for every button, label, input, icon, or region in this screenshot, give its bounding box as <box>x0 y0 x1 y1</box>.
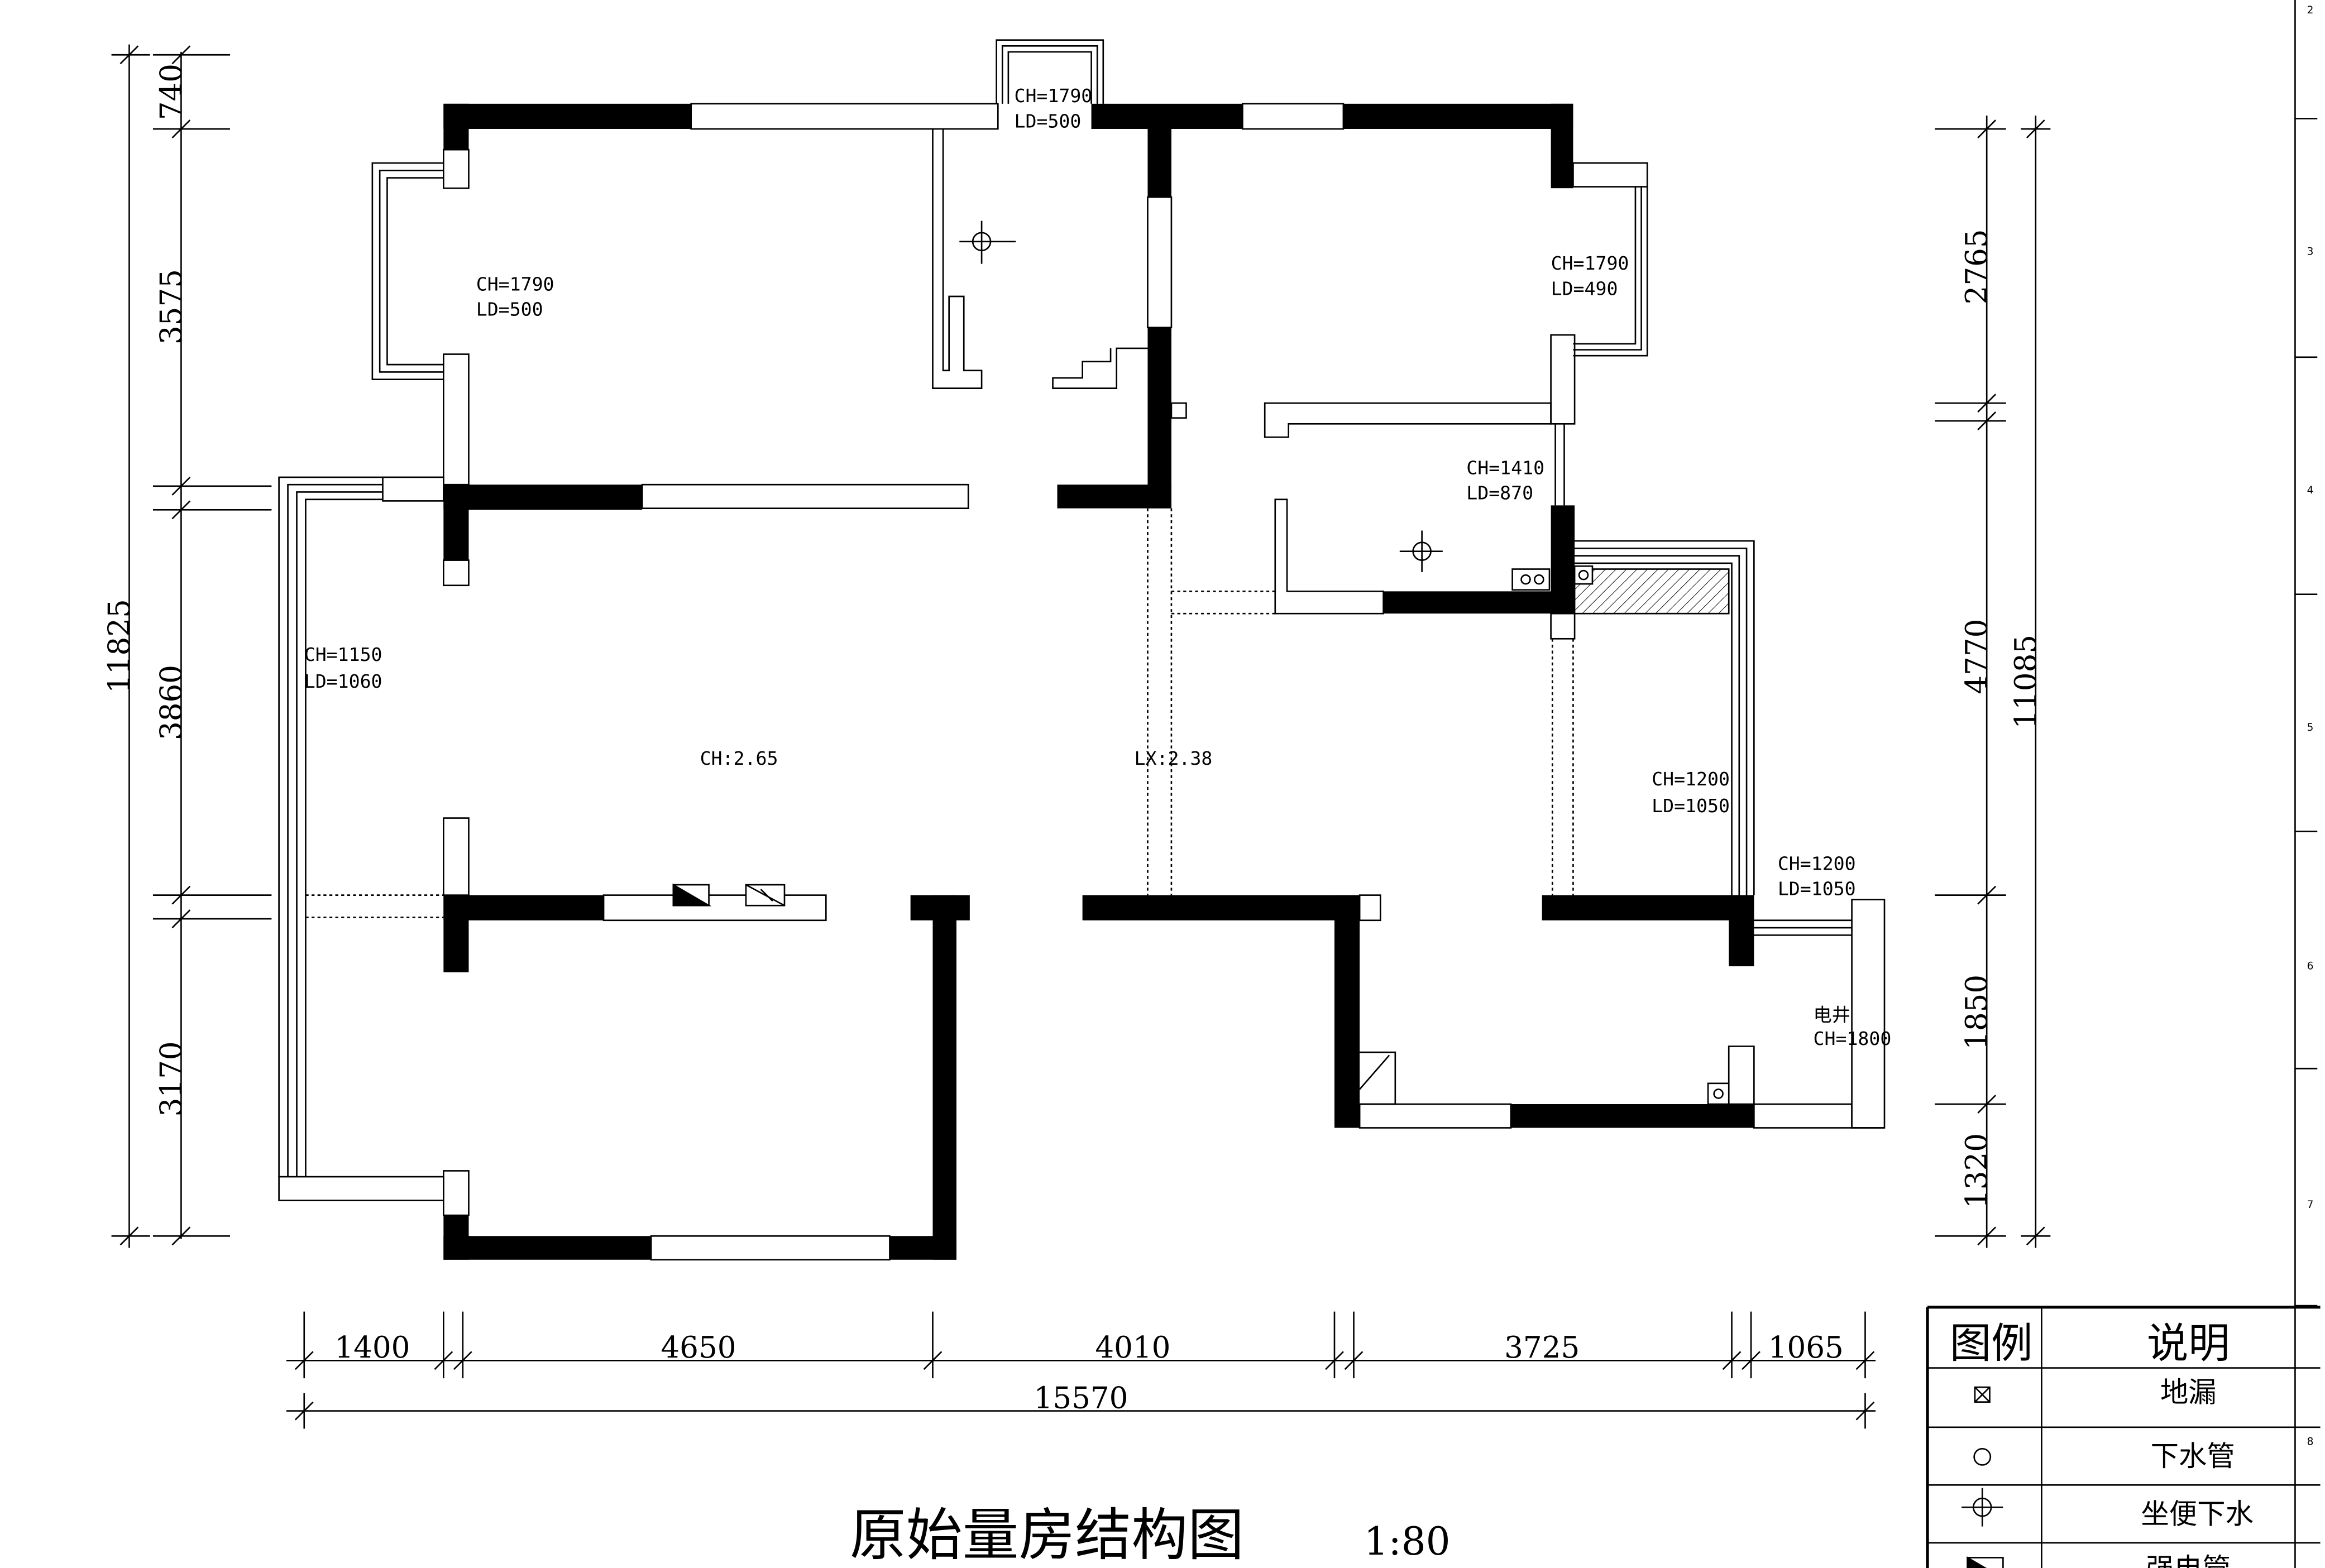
tick-8: 8 <box>2307 1436 2314 1448</box>
win-mid-ch: CH=1410 <box>1466 457 1544 479</box>
toilet-drain-symbol <box>1399 530 1443 572</box>
tick-3: 3 <box>2307 246 2314 258</box>
balcony-right-ch: CH=1200 <box>1652 768 1730 790</box>
dim-left-2: 3575 <box>154 269 188 344</box>
legend-header-symbol: 图例 <box>1950 1319 2033 1368</box>
tick-4: 4 <box>2307 485 2314 496</box>
dimension-lines <box>111 44 2051 1429</box>
drain-pipe-symbol <box>1573 565 1594 585</box>
floor-drain-icon <box>1974 1386 1991 1403</box>
balcony-left-ch: CH=1150 <box>304 644 382 665</box>
legend-label-power-conduit: 强电管 <box>2146 1552 2231 1568</box>
win-top-ld: LD=500 <box>1014 110 1081 132</box>
drain-pipe-symbol <box>1707 1082 1730 1105</box>
windows <box>278 103 1853 1261</box>
legend-label-floor-drain: 地漏 <box>2160 1376 2217 1409</box>
legend-table: 图例 说明 地漏 下水管 坐便下水 强电管 <box>1926 1306 2321 1568</box>
drain-pipe-symbol <box>1511 568 1551 591</box>
power-conduit-icon <box>1967 1556 2004 1568</box>
walls <box>443 103 1754 1260</box>
lx-label: LX:2.38 <box>1135 747 1213 769</box>
dim-left-4: 3170 <box>154 1041 188 1116</box>
drawing-title: 原始量房结构图 <box>850 1502 1244 1568</box>
dim-right-4: 1320 <box>1959 1133 1994 1209</box>
legend-label-toilet-drain: 坐便下水 <box>2141 1497 2254 1530</box>
drain-pipe-icon <box>1973 1447 1992 1466</box>
bay-windows <box>278 39 1886 1177</box>
dim-left-total: 11825 <box>102 599 136 693</box>
balcony-left-ld: LD=1060 <box>304 670 382 692</box>
win-right-bottom-ld: LD=1050 <box>1778 878 1856 900</box>
dim-left-1: 740 <box>154 64 188 120</box>
dim-right-3: 1850 <box>1959 975 1994 1050</box>
win-right-top-ch: CH=1790 <box>1551 252 1629 274</box>
drawing-scale: 1:80 <box>1364 1519 1451 1564</box>
tick-6: 6 <box>2307 960 2314 972</box>
legend-label-drain-pipe: 下水管 <box>2151 1440 2235 1473</box>
win-left-ch: CH=1790 <box>476 273 554 295</box>
shaft-ch: CH=1800 <box>1814 1028 1892 1049</box>
win-right-top-ld: LD=490 <box>1551 277 1618 299</box>
dim-bottom-2: 4650 <box>661 1330 736 1365</box>
tick-5: 5 <box>2307 722 2314 733</box>
legend-header-desc: 说明 <box>2147 1319 2230 1368</box>
dim-right-total: 11085 <box>2008 635 2043 729</box>
floor-drain-symbol <box>745 884 786 907</box>
sheet-ticks: 2 3 4 5 6 7 8 <box>2307 4 2314 1448</box>
balcony-right-ld: LD=1050 <box>1652 795 1730 817</box>
dim-bottom-5: 1065 <box>1768 1330 1844 1365</box>
win-right-bottom-ch: CH=1200 <box>1778 852 1856 874</box>
partitions <box>305 128 1574 1105</box>
dim-bottom-1: 1400 <box>334 1330 410 1365</box>
dimension-labels: 740 3575 3860 3170 11825 2765 4770 1850 … <box>102 64 2042 1415</box>
dim-bottom-total: 15570 <box>1034 1380 1128 1415</box>
win-top-ch: CH=1790 <box>1014 85 1092 107</box>
dim-bottom-3: 4010 <box>1095 1330 1170 1365</box>
dim-right-1: 2765 <box>1959 229 1994 304</box>
tick-2: 2 <box>2307 4 2314 16</box>
toilet-drain-symbol <box>959 220 1016 264</box>
tick-7: 7 <box>2307 1199 2314 1211</box>
sheet-frame <box>2294 0 2318 1568</box>
dim-left-3: 3860 <box>154 665 188 740</box>
shaft-label: 电井 <box>1814 1004 1850 1025</box>
toilet-drain-icon <box>1962 1488 2003 1527</box>
power-conduit-symbol <box>672 883 712 907</box>
annotations: CH=1790 LD=500 CH=1790 LD=500 CH=1790 LD… <box>304 85 1892 1049</box>
dim-bottom-4: 3725 <box>1504 1330 1580 1365</box>
win-mid-ld: LD=870 <box>1466 482 1533 504</box>
dim-right-2: 4770 <box>1959 619 1994 694</box>
ceiling-height: CH:2.65 <box>700 747 778 769</box>
hatched-area <box>1573 568 1730 615</box>
win-left-ld: LD=500 <box>476 299 543 320</box>
